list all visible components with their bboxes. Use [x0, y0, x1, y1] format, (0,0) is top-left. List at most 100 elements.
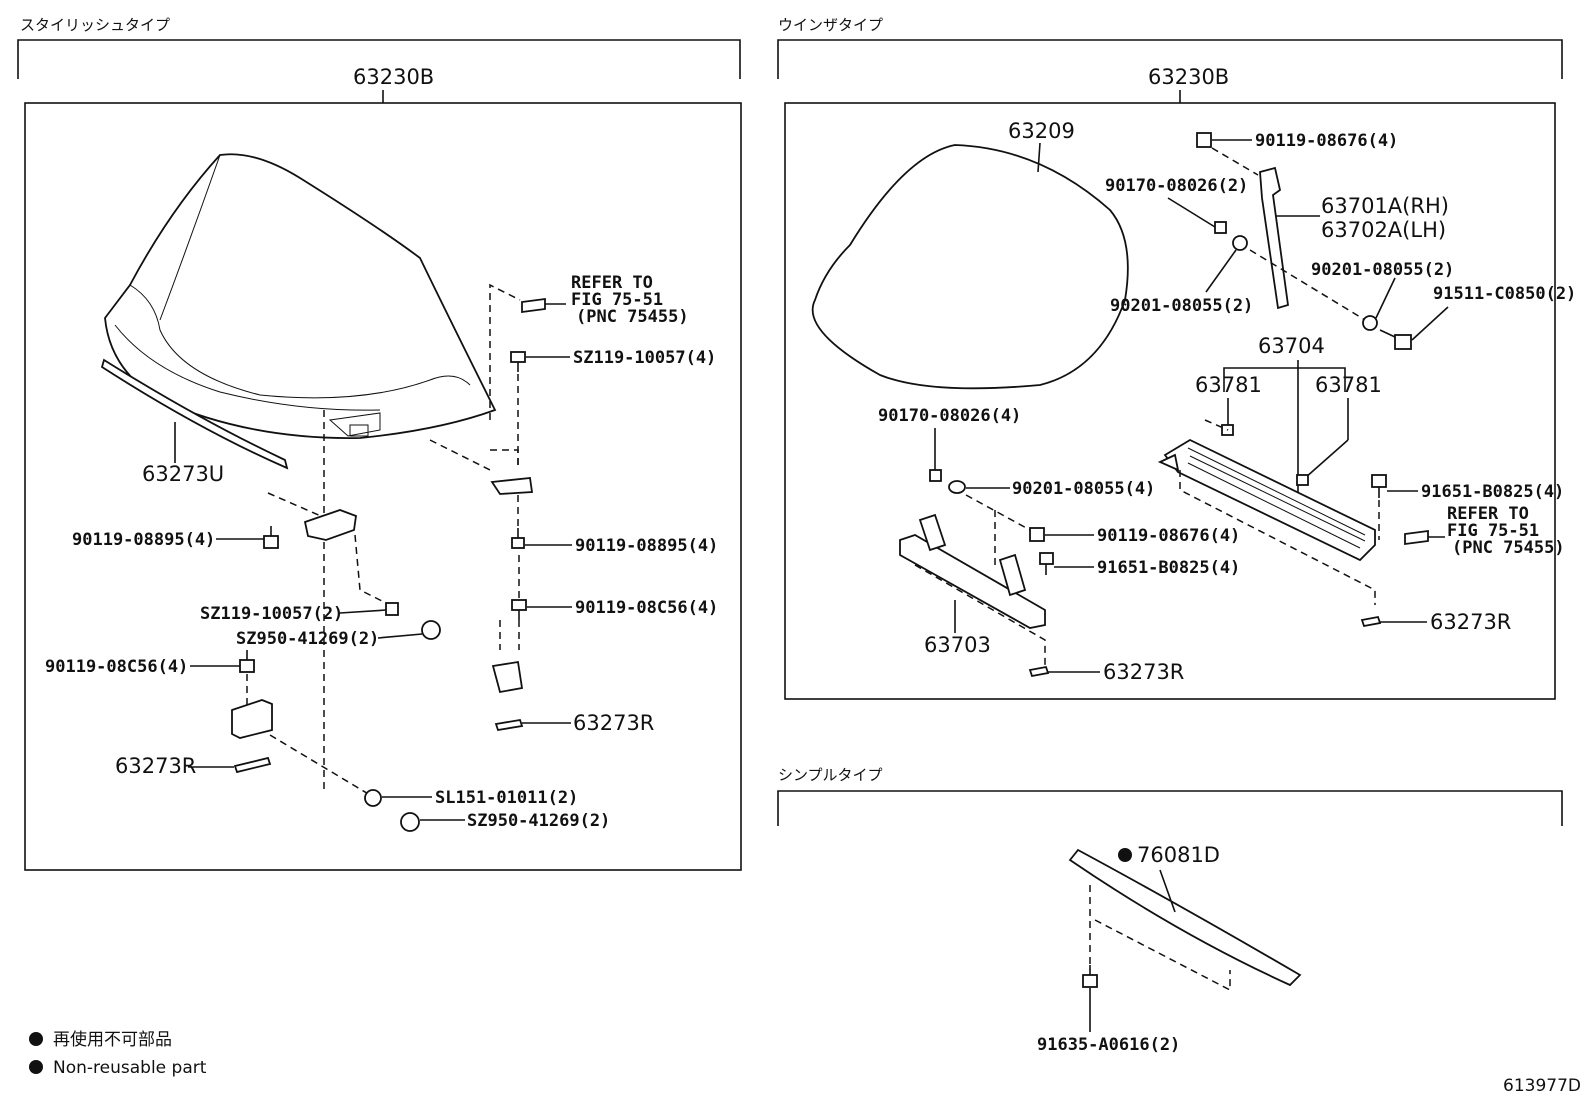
cap-sz950-lower [400, 812, 420, 832]
spoiler-seal [100, 358, 289, 470]
bolt-91635 [1082, 965, 1098, 988]
leader-clip-r-2 [1304, 439, 1349, 479]
bracket-right-upper [490, 477, 534, 495]
label-bolt-b-right: 90119-08C56(4) [575, 598, 718, 618]
dash-clip [1204, 419, 1229, 431]
dash-stay-bottom [1249, 249, 1366, 321]
bolt-90119-08676-mid [1029, 527, 1045, 542]
bolt-90119-08895-right [511, 528, 525, 549]
label-base: 63703 [924, 633, 991, 657]
dash-left-nut [269, 734, 371, 796]
label-nut-mid: 90170-08026(4) [878, 406, 1021, 426]
figure-id: 613977D [1503, 1076, 1581, 1096]
bolt-91651-mid [1039, 552, 1054, 575]
bolt-90119-08c56-left [239, 650, 255, 673]
label-simple-bolt: 91635-A0616(2) [1037, 1035, 1180, 1055]
pad-b [1360, 615, 1382, 628]
bracket-left [231, 699, 273, 739]
washer-mid [948, 480, 966, 494]
label-pad-left: 63273R [115, 754, 196, 778]
section-title-simple: シンプルタイプ [778, 766, 883, 784]
bolt-91511 [1379, 329, 1412, 350]
label-cap-a: SZ950-41269(2) [236, 629, 379, 649]
leader-bracket-group [1223, 367, 1346, 392]
non-reusable-marker-76081d [1118, 848, 1132, 862]
label-bolt-a-right: 90119-08895(4) [575, 536, 718, 556]
label-bolt-mid: 91651-B0825(4) [1097, 558, 1240, 578]
label-bolt-top: 90119-08676(4) [1255, 131, 1398, 151]
leader-bolt-r [1411, 306, 1449, 341]
bracket-right-lower [491, 660, 524, 694]
legend-jp: 再使用不可部品 [53, 1029, 172, 1050]
legend-marker-jp [29, 1032, 43, 1046]
label-nut: SL151-01011(2) [435, 788, 578, 808]
dash-stay-top [1211, 147, 1259, 176]
dash-right-2 [499, 555, 520, 650]
label-bolt-b-left: 90119-08C56(4) [45, 657, 188, 677]
label-spoiler-seal: 63273U [142, 462, 224, 486]
label-bolt-mid2: 90119-08676(4) [1097, 526, 1240, 546]
section-title-wing: ウインザタイプ [778, 16, 883, 34]
nut-sl151 [364, 789, 382, 807]
label-cap-b: SZ950-41269(2) [467, 811, 610, 831]
washer-r [1362, 315, 1378, 331]
leader-cap-a [377, 633, 423, 639]
pad-right [494, 718, 524, 732]
label-refer-left-1: REFER TO [571, 273, 653, 293]
refer-part-right [1404, 529, 1429, 546]
leader-wing [1037, 142, 1041, 173]
dash-bracket-right [429, 439, 519, 471]
label-bolt-mid3: 91651-B0825(4) [1421, 482, 1564, 502]
refer-part-left [521, 297, 546, 314]
label-bolt-a-left: 90119-08895(4) [72, 530, 215, 550]
bracket-rail [1157, 438, 1376, 562]
panel-wing [784, 102, 1556, 700]
label-refer-right-3: (PNC 75455) [1452, 538, 1565, 558]
label-refer-left-2: FIG 75-51 [571, 290, 663, 310]
bracket-stylish [17, 39, 741, 79]
dash-rail [1179, 470, 1376, 605]
screw-sz119-top [510, 351, 526, 372]
bolt-91651-right [1371, 474, 1387, 498]
dash-refer-left [489, 283, 521, 420]
wing-blade [811, 144, 1129, 390]
pad-a [1028, 665, 1050, 678]
label-pad-a: 63273R [1103, 660, 1184, 684]
bolt-90119-08895-left [263, 526, 279, 549]
nut-90170-top [1214, 221, 1227, 234]
label-simple-part: 76081D [1137, 843, 1220, 867]
label-screw-a: SZ119-10057(4) [573, 348, 716, 368]
pad-left [233, 756, 272, 774]
label-wing: 63209 [1008, 119, 1075, 143]
label-refer-right-2: FIG 75-51 [1447, 521, 1539, 541]
clip-right [1296, 474, 1309, 486]
section-title-stylish: スタイリッシュタイプ [20, 16, 170, 34]
base-rail [899, 513, 1046, 629]
label-stay-rh: 63701A(RH) [1321, 194, 1449, 218]
screw-sz119-lower [385, 602, 399, 616]
leader-simple-part [1159, 869, 1176, 913]
label-refer-left-3: (PNC 75455) [576, 307, 689, 327]
dash-washer-mid [965, 494, 1031, 570]
legend-en: Non-reusable part [53, 1058, 207, 1078]
assy-number-left: 63230B [353, 65, 434, 89]
nut-90170-mid [929, 469, 942, 482]
assy-number-right: 63230B [1148, 65, 1229, 89]
leader-screw-b [339, 609, 387, 614]
label-bracket: 63704 [1258, 334, 1325, 358]
bolt-90119-08c56-right [511, 599, 527, 620]
label-washer-r: 90201-08055(2) [1311, 260, 1454, 280]
dash-center-2 [267, 492, 391, 606]
dash-simple [1089, 885, 1231, 992]
bracket-wing [777, 39, 1563, 79]
leader-washer-l [1205, 249, 1237, 293]
label-washer-l: 90201-08055(2) [1110, 296, 1253, 316]
dash-base [914, 564, 1046, 665]
stay-rod [1259, 166, 1289, 310]
leader-nut-top [1167, 197, 1216, 228]
label-clip-r: 63781 [1315, 373, 1382, 397]
label-stay-lh: 63702A(LH) [1321, 218, 1446, 242]
legend-marker-en [29, 1060, 43, 1074]
washer-l [1232, 235, 1248, 251]
